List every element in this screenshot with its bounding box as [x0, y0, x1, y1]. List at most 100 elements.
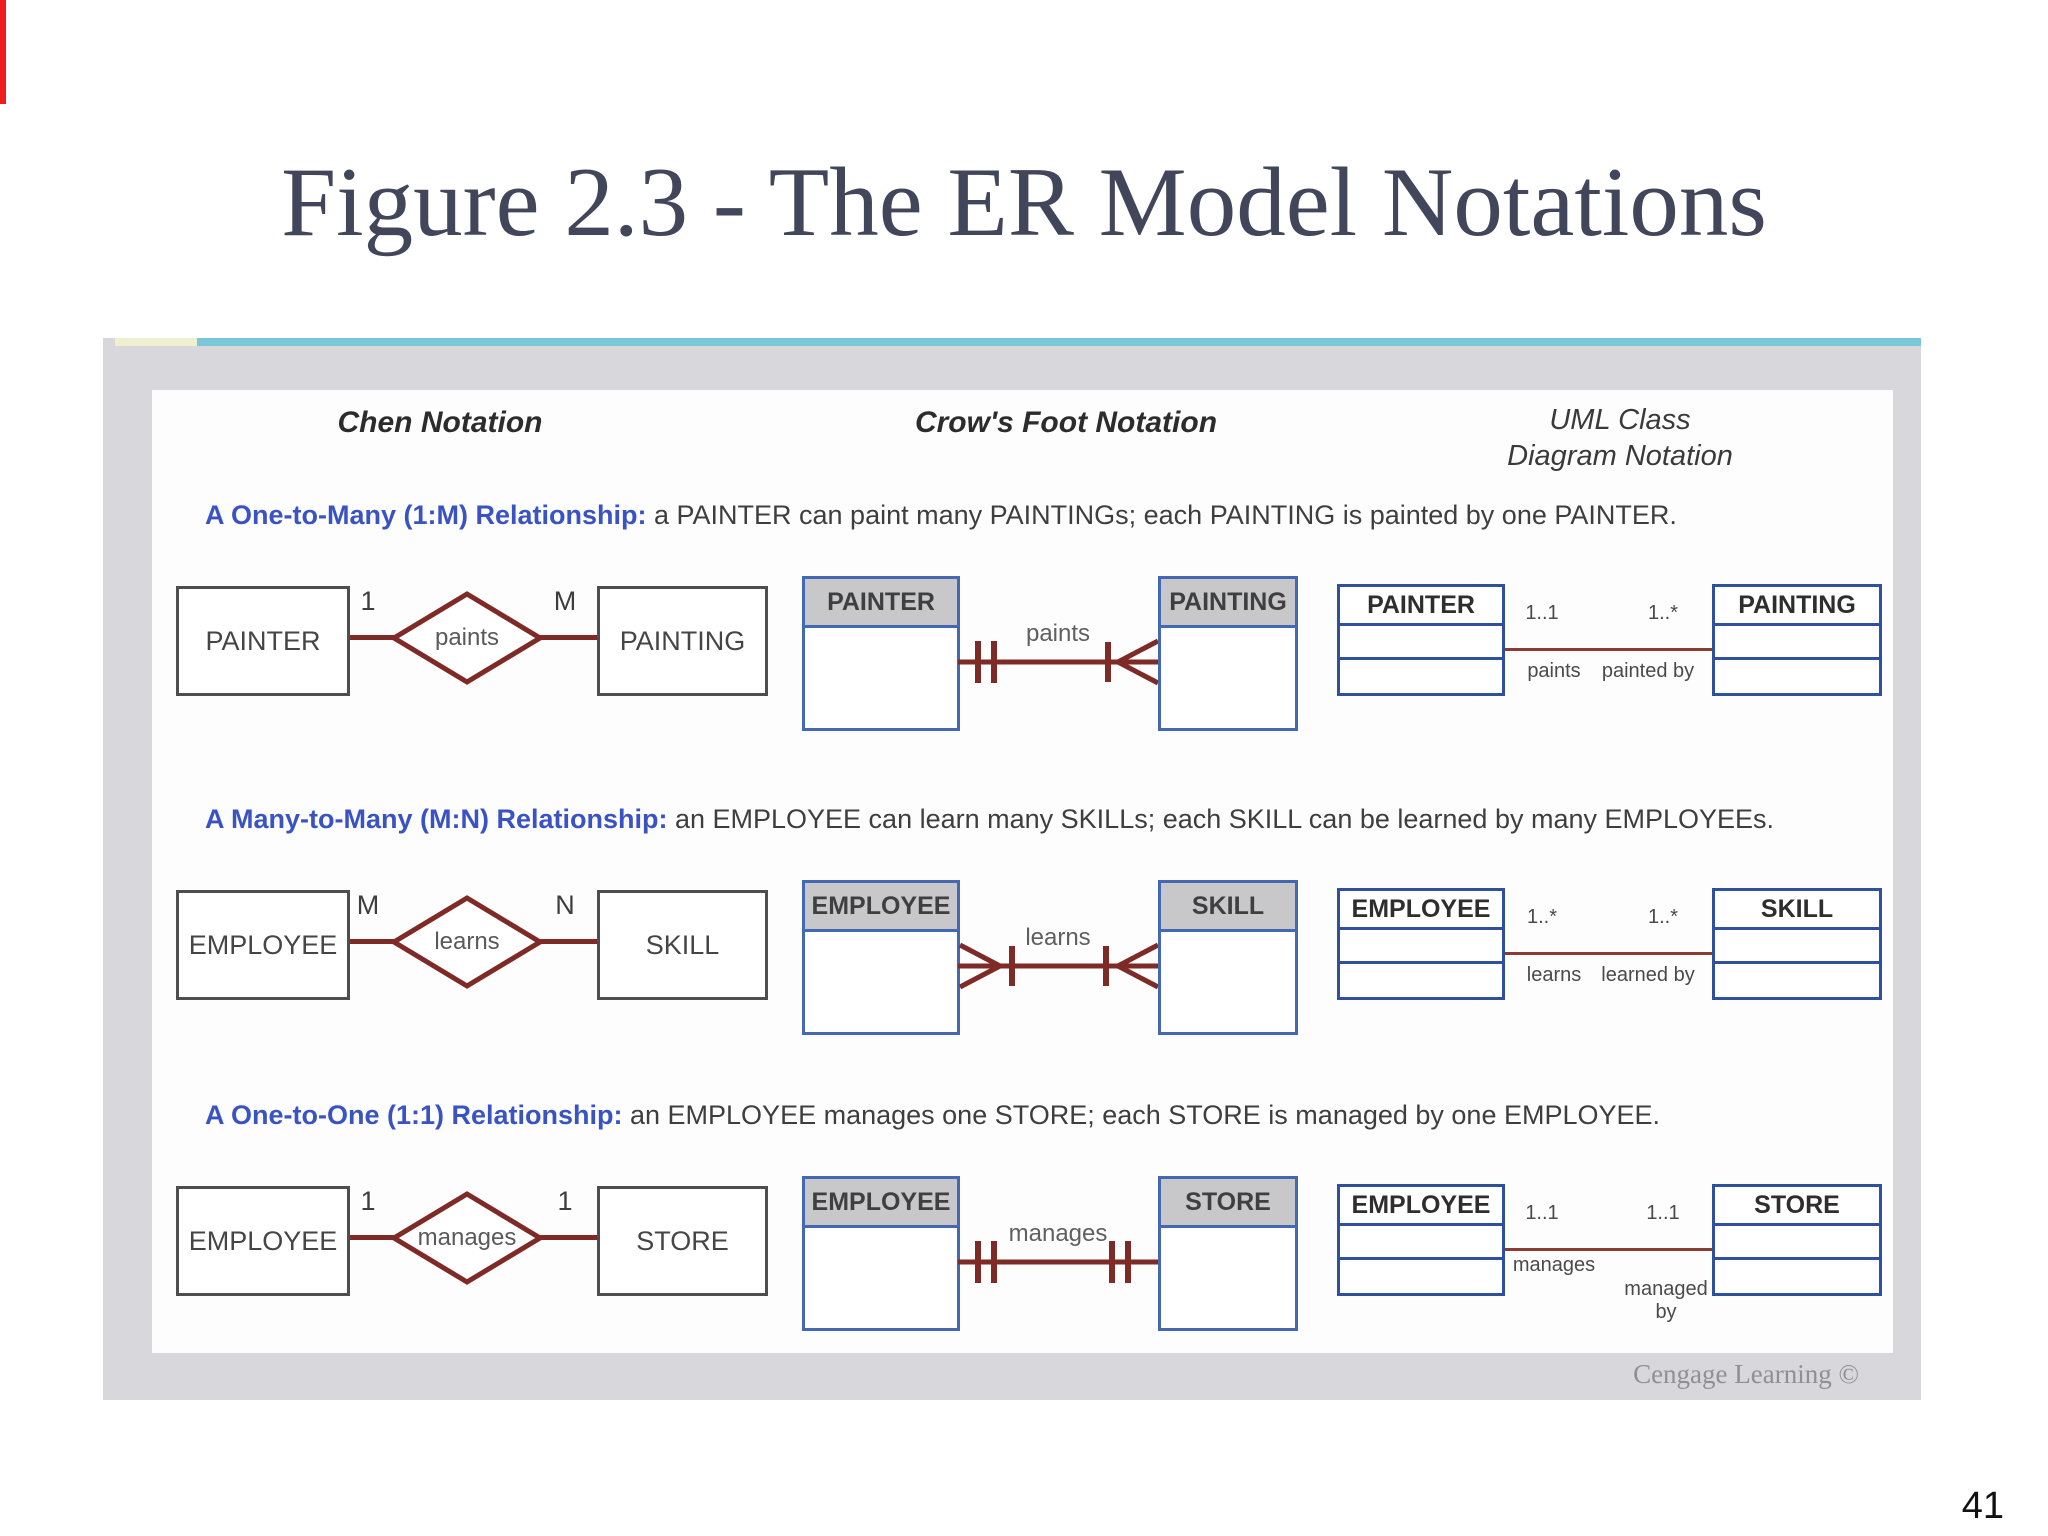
crows-foot-connector-one-to-one-icon [958, 1241, 1160, 1283]
section-heading: A Many-to-Many (M:N) Relationship: an EM… [205, 804, 1774, 835]
uml-class-box: STORE [1712, 1184, 1882, 1296]
heading-lead: A Many-to-Many (M:N) Relationship: [205, 804, 668, 834]
chen-cardinality-right: 1 [557, 1186, 573, 1216]
crows-foot-entity-header: EMPLOYEE [805, 1179, 957, 1228]
column-header-chen: Chen Notation [337, 406, 543, 439]
red-accent-stripe [0, 0, 6, 104]
uml-operations-compartment [1715, 660, 1879, 693]
diamond-shape-icon [389, 591, 545, 685]
column-header-uml: UML Class Diagram Notation [1470, 402, 1770, 474]
uml-multiplicity-right: 1..1 [1646, 1202, 1680, 1224]
uml-class-name: SKILL [1715, 891, 1879, 930]
chen-cardinality-left: 1 [360, 586, 376, 616]
uml-role-label-left: learns [1526, 964, 1582, 986]
uml-role-label-left: manages [1512, 1254, 1596, 1276]
chen-cardinality-right: N [555, 890, 575, 920]
crows-foot-connector-many-to-many-icon [958, 942, 1160, 990]
uml-association-line [1505, 952, 1712, 955]
crows-foot-entity-box: EMPLOYEE [802, 880, 960, 1035]
uml-class-name: EMPLOYEE [1340, 1187, 1502, 1226]
uml-role-label-right: learned by [1601, 964, 1695, 986]
crows-foot-relationship-label: paints [1025, 620, 1091, 647]
chen-relationship-label: paints [434, 624, 500, 651]
chen-entity-box: PAINTING [597, 586, 768, 696]
uml-operations-compartment [1340, 1260, 1502, 1293]
uml-operations-compartment [1340, 964, 1502, 997]
chen-relationship-label: manages [417, 1224, 517, 1251]
chen-relationship-label: learns [434, 928, 500, 955]
section-heading: A One-to-Many (1:M) Relationship: a PAIN… [205, 500, 1677, 531]
uml-operations-compartment [1715, 964, 1879, 997]
uml-role-label-right: managed by [1624, 1278, 1708, 1323]
crows-foot-entity-body [1161, 932, 1295, 1032]
uml-multiplicity-left: 1..1 [1525, 602, 1559, 624]
chen-entity-label: PAINTER [205, 625, 321, 656]
uml-multiplicity-left: 1..* [1526, 906, 1558, 928]
crows-foot-entity-header: EMPLOYEE [805, 883, 957, 932]
uml-class-box: EMPLOYEE [1337, 888, 1505, 1000]
uml-operations-compartment [1715, 1260, 1879, 1293]
crows-foot-entity-body [805, 932, 957, 1032]
chen-relationship-diamond: manages [389, 1191, 545, 1285]
uml-attributes-compartment [1715, 930, 1879, 964]
uml-class-name: EMPLOYEE [1340, 891, 1502, 930]
column-header-uml-line2: Diagram Notation [1507, 440, 1733, 472]
chen-entity-label: EMPLOYEE [188, 929, 338, 960]
uml-class-box: PAINTING [1712, 584, 1882, 696]
heading-rest: an EMPLOYEE manages one STORE; each STOR… [622, 1100, 1661, 1130]
crows-foot-entity-body [1161, 1228, 1295, 1328]
crows-foot-entity-header: SKILL [1161, 883, 1295, 932]
uml-role-label-left: paints [1527, 660, 1581, 682]
chen-entity-label: EMPLOYEE [188, 1225, 338, 1256]
chen-cardinality-left: 1 [360, 1186, 376, 1216]
uml-multiplicity-right: 1..* [1647, 906, 1679, 928]
accent-line-teal [197, 338, 1921, 346]
uml-association-line [1505, 1248, 1712, 1251]
crows-foot-entity-header: PAINTER [805, 579, 957, 628]
crows-foot-entity-box: EMPLOYEE [802, 1176, 960, 1331]
uml-class-box: PAINTER [1337, 584, 1505, 696]
crows-foot-relationship-label: manages [1008, 1220, 1108, 1247]
accent-line-yellow [115, 338, 197, 346]
heading-lead: A One-to-Many (1:M) Relationship: [205, 500, 647, 530]
chen-entity-box: STORE [597, 1186, 768, 1296]
chen-entity-label: PAINTING [619, 625, 746, 656]
crows-foot-entity-body [805, 628, 957, 728]
chen-entity-box: SKILL [597, 890, 768, 1000]
diamond-shape-icon [389, 1191, 545, 1285]
er-notations-figure: Chen Notation Crow's Foot Notation UML C… [103, 338, 1921, 1400]
crows-foot-entity-box: SKILL [1158, 880, 1298, 1035]
uml-class-box: SKILL [1712, 888, 1882, 1000]
figure-credit: Cengage Learning © [1633, 1359, 1859, 1389]
chen-relationship-diamond: paints [389, 591, 545, 685]
column-header-crows-foot: Crow's Foot Notation [914, 406, 1218, 439]
uml-class-box: EMPLOYEE [1337, 1184, 1505, 1296]
uml-role-label-right: painted by [1601, 660, 1695, 682]
uml-operations-compartment [1340, 660, 1502, 693]
chen-entity-box: EMPLOYEE [176, 890, 350, 1000]
uml-multiplicity-right: 1..* [1647, 602, 1679, 624]
chen-entity-label: SKILL [645, 929, 720, 960]
crows-foot-entity-box: STORE [1158, 1176, 1298, 1331]
crows-foot-entity-header: STORE [1161, 1179, 1295, 1228]
uml-attributes-compartment [1715, 1226, 1879, 1260]
figure-canvas: Chen Notation Crow's Foot Notation UML C… [152, 390, 1893, 1353]
section-heading: A One-to-One (1:1) Relationship: an EMPL… [205, 1100, 1660, 1131]
crows-foot-connector-one-to-many-icon [958, 638, 1160, 686]
uml-association-line [1505, 648, 1712, 651]
uml-class-name: PAINTING [1715, 587, 1879, 626]
chen-entity-box: EMPLOYEE [176, 1186, 350, 1296]
page-number: 41 [1961, 1485, 2004, 1527]
uml-class-name: PAINTER [1340, 587, 1502, 626]
chen-relationship-diamond: learns [389, 895, 545, 989]
uml-multiplicity-left: 1..1 [1525, 1202, 1559, 1224]
crows-foot-entity-body [805, 1228, 957, 1328]
chen-cardinality-left: M [356, 890, 380, 920]
chen-entity-label: STORE [636, 1225, 729, 1256]
uml-class-name: STORE [1715, 1187, 1879, 1226]
section-many-to-many: A Many-to-Many (M:N) Relationship: an EM… [152, 796, 1893, 1106]
section-one-to-many: A One-to-Many (1:M) Relationship: a PAIN… [152, 492, 1893, 802]
slide-title: Figure 2.3 - The ER Model Notations [281, 148, 1767, 257]
heading-rest: a PAINTER can paint many PAINTINGs; each… [646, 500, 1677, 530]
crows-foot-entity-header: PAINTING [1161, 579, 1295, 628]
